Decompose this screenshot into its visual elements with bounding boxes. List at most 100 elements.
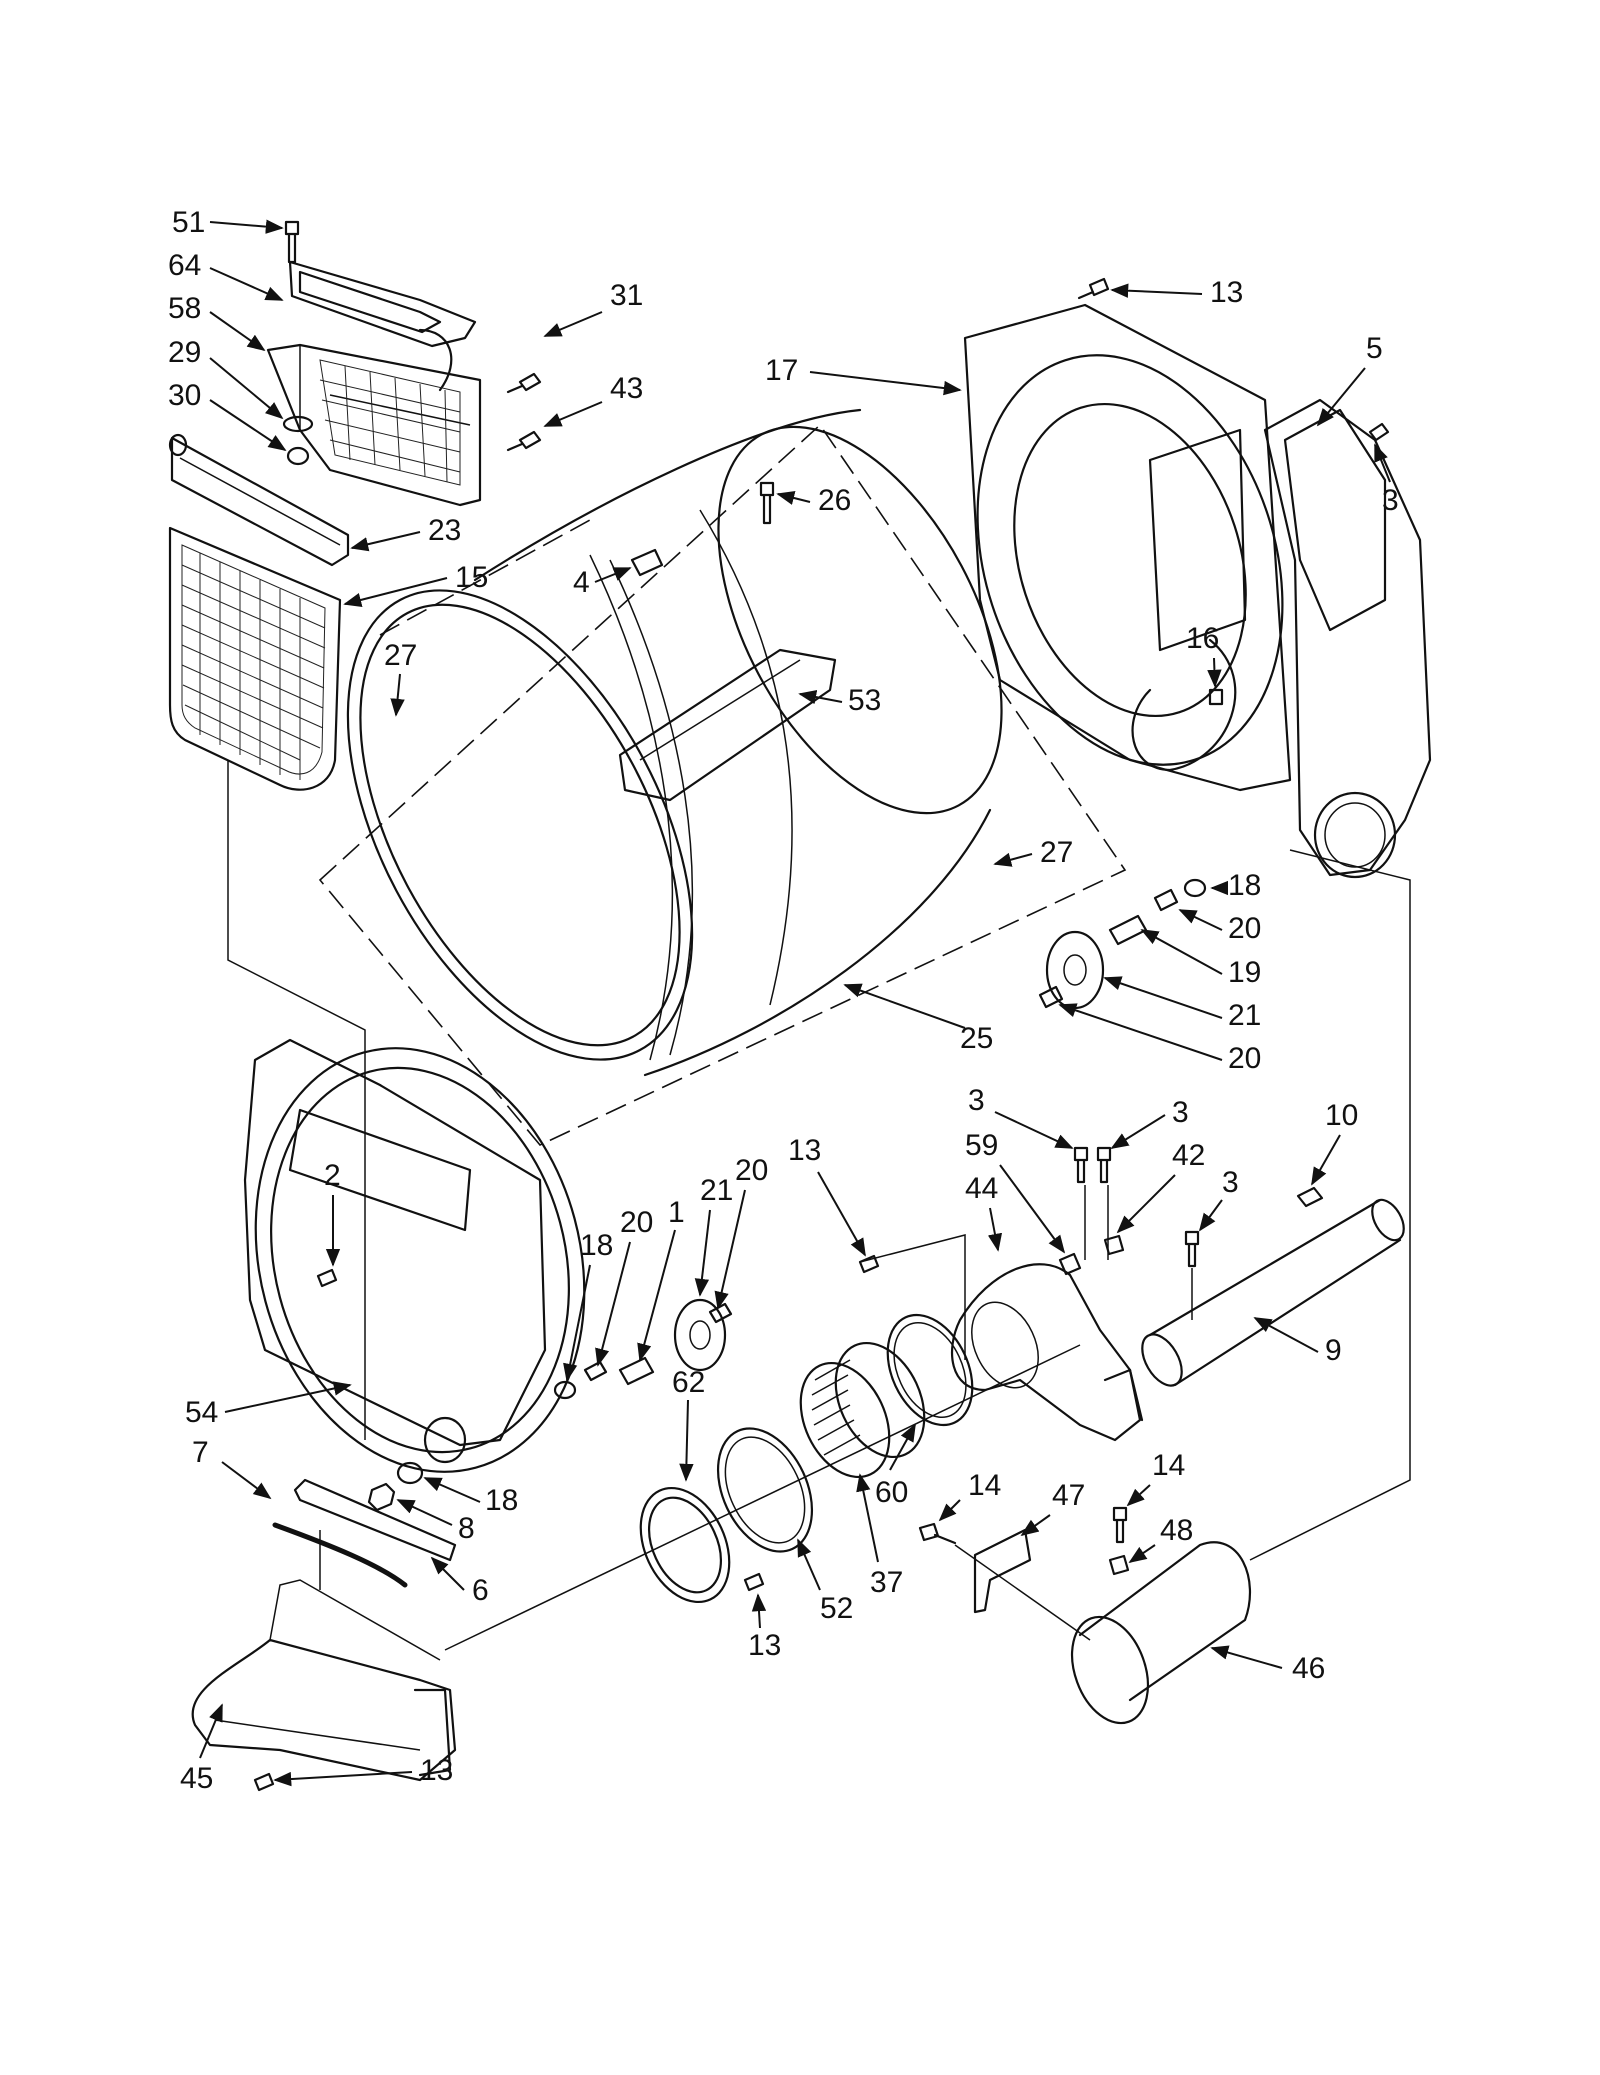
- callout-5: 5: [1316, 332, 1383, 427]
- screw-51: [284, 220, 300, 264]
- callout-label: 20: [735, 1154, 768, 1187]
- thermal-fuse-59: [1058, 1252, 1082, 1276]
- callout-label: 42: [1172, 1139, 1205, 1172]
- screw-43: [506, 430, 542, 452]
- callout-20-rear-b: 20: [1058, 1003, 1261, 1075]
- callout-64: 64: [168, 249, 284, 301]
- callout-51: 51: [172, 206, 284, 239]
- callout-45: 45: [180, 1703, 223, 1795]
- callout-label: 5: [1366, 332, 1383, 365]
- callout-label: 37: [870, 1566, 903, 1599]
- bracket-47: [973, 1528, 1032, 1614]
- screw-14-left: [918, 1522, 957, 1545]
- callout-10: 10: [1311, 1099, 1358, 1186]
- callout-label: 18: [580, 1229, 613, 1262]
- screw-3-c: [1184, 1230, 1200, 1268]
- roller-assembly-front: [553, 1298, 733, 1400]
- callout-7: 7: [192, 1436, 272, 1500]
- callout-label: 52: [820, 1592, 853, 1625]
- screw-3-top: [1368, 422, 1390, 442]
- clamp-10: [1296, 1186, 1324, 1208]
- callout-label: 13: [420, 1754, 453, 1787]
- lint-duct-23: [168, 433, 350, 567]
- callout-8: 8: [396, 1499, 475, 1545]
- exhaust-pipe-9: [1141, 1198, 1405, 1387]
- callout-17: 17: [765, 354, 962, 396]
- nut-30: [286, 446, 310, 466]
- callout-3-a: 3: [968, 1084, 1074, 1149]
- callout-label: 30: [168, 379, 201, 412]
- rear-bulkhead-17: [963, 303, 1292, 792]
- callout-label: 18: [485, 1484, 518, 1517]
- callout-label: 13: [788, 1134, 821, 1167]
- lint-screen-housing: [266, 260, 482, 507]
- callout-13-bottom: 13: [273, 1754, 453, 1787]
- callout-label: 25: [960, 1022, 993, 1055]
- callout-1: 1: [637, 1196, 685, 1362]
- callout-21-rear: 21: [1103, 976, 1261, 1032]
- callout-42: 42: [1116, 1139, 1205, 1234]
- callout-47: 47: [1020, 1479, 1085, 1537]
- callout-label: 21: [700, 1174, 733, 1207]
- drum-assembly-outline: [318, 423, 1127, 1146]
- callout-13-top: 13: [1110, 276, 1243, 309]
- lint-duct-45: [191, 1579, 457, 1782]
- callout-label: 60: [875, 1476, 908, 1509]
- heater-housing-5: [1263, 398, 1432, 879]
- screw-2: [316, 1268, 338, 1288]
- callout-4: 4: [573, 566, 632, 599]
- callout-label: 48: [1160, 1514, 1193, 1547]
- callout-label: 31: [610, 279, 643, 312]
- callout-62: 62: [672, 1366, 705, 1482]
- callout-label: 19: [1228, 956, 1261, 989]
- callout-label: 4: [573, 566, 590, 599]
- roller-assembly-rear: [1038, 878, 1207, 1010]
- felt-strip-7: [272, 1522, 408, 1588]
- callout-27-left: 27: [384, 639, 417, 717]
- callout-9: 9: [1253, 1317, 1342, 1367]
- callout-label: 23: [428, 514, 461, 547]
- callout-label: 3: [1222, 1166, 1239, 1199]
- callout-60: 60: [875, 1423, 916, 1509]
- screw-26: [759, 481, 775, 525]
- callout-label: 53: [848, 684, 881, 717]
- blower-seal-62: [639, 1486, 731, 1604]
- callout-label: 27: [384, 639, 417, 672]
- callout-54: 54: [185, 1381, 352, 1429]
- clip-48: [1108, 1554, 1130, 1576]
- callout-label: 51: [172, 206, 205, 239]
- blower-ring-52: [716, 1427, 814, 1553]
- callout-18-rear: 18: [1210, 869, 1261, 902]
- callout-29: 29: [168, 336, 284, 420]
- callout-46: 46: [1210, 1645, 1325, 1685]
- callout-label: 54: [185, 1396, 218, 1429]
- lint-screen-grille: [319, 359, 461, 486]
- callout-3-b: 3: [1110, 1096, 1189, 1149]
- felt-seal-6: [293, 1478, 457, 1562]
- assembly-lines: [227, 760, 1411, 1651]
- callout-label: 27: [1040, 836, 1073, 869]
- callout-label: 2: [324, 1159, 341, 1192]
- callout-6: 6: [430, 1556, 489, 1607]
- callout-20-front-a: 20: [714, 1154, 768, 1310]
- heater-46: [1071, 1541, 1252, 1725]
- washer-18-lower: [396, 1461, 424, 1485]
- callout-31: 31: [543, 279, 643, 337]
- glide-4: [630, 548, 664, 577]
- drum-baffle-53: [618, 648, 837, 802]
- front-bulkhead-54: [243, 1038, 586, 1473]
- callout-label: 58: [168, 292, 201, 325]
- screw-3-b: [1096, 1146, 1112, 1184]
- callout-label: 1: [668, 1196, 685, 1229]
- callout-13-mid: 13: [788, 1134, 866, 1257]
- drum-25: [346, 408, 1003, 1077]
- callout-20-front-b: 20: [595, 1206, 653, 1367]
- callout-label: 45: [180, 1762, 213, 1795]
- callout-label: 13: [748, 1629, 781, 1662]
- callout-25: 25: [843, 983, 993, 1055]
- callout-18-lower: 18: [423, 1477, 518, 1517]
- callout-label: 21: [1228, 999, 1261, 1032]
- callout-18-front: 18: [563, 1229, 613, 1382]
- callout-label: 3: [1172, 1096, 1189, 1129]
